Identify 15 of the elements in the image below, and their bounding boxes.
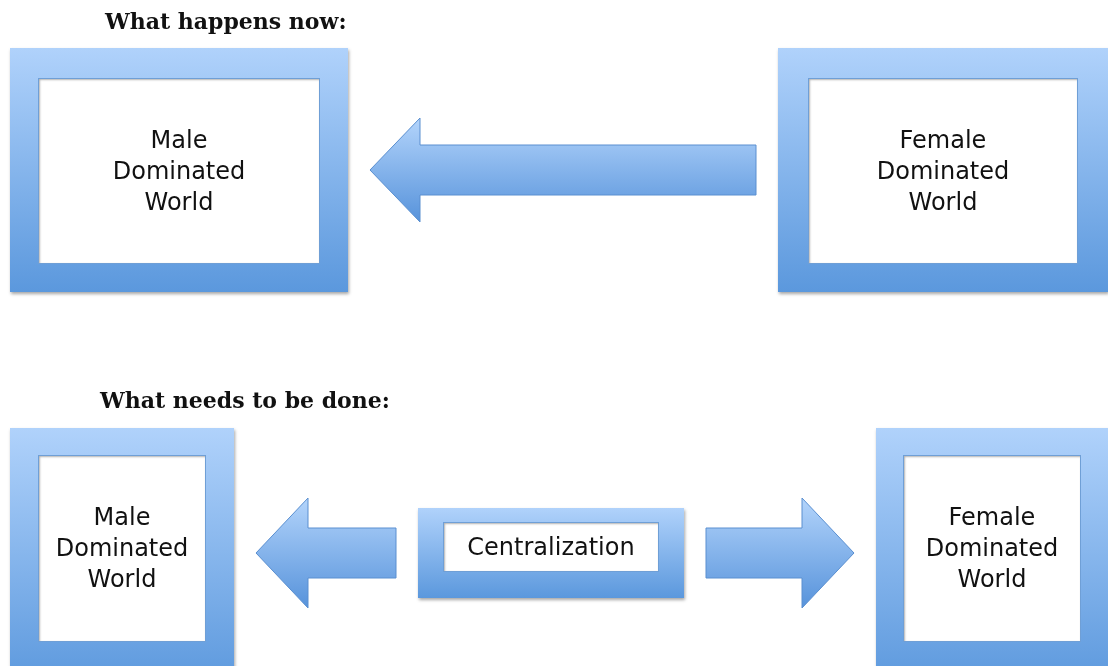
box-label: Male Dominated World: [111, 124, 247, 218]
framed-box: [876, 428, 1108, 666]
framed-box: [418, 508, 684, 598]
section-heading: What needs to be done:: [100, 387, 390, 413]
box-label: Female Dominated World: [924, 502, 1060, 595]
box-label: Centralization: [467, 531, 635, 563]
box-label: Male Dominated World: [54, 502, 190, 595]
block-arrow: [369, 117, 757, 223]
block-arrow: [705, 497, 855, 609]
framed-box: [10, 48, 348, 292]
framed-box: [10, 428, 234, 666]
box-label: Female Dominated World: [875, 124, 1011, 218]
section-heading: What happens now:: [105, 8, 347, 34]
framed-box: [778, 48, 1108, 292]
block-arrow: [255, 497, 397, 609]
